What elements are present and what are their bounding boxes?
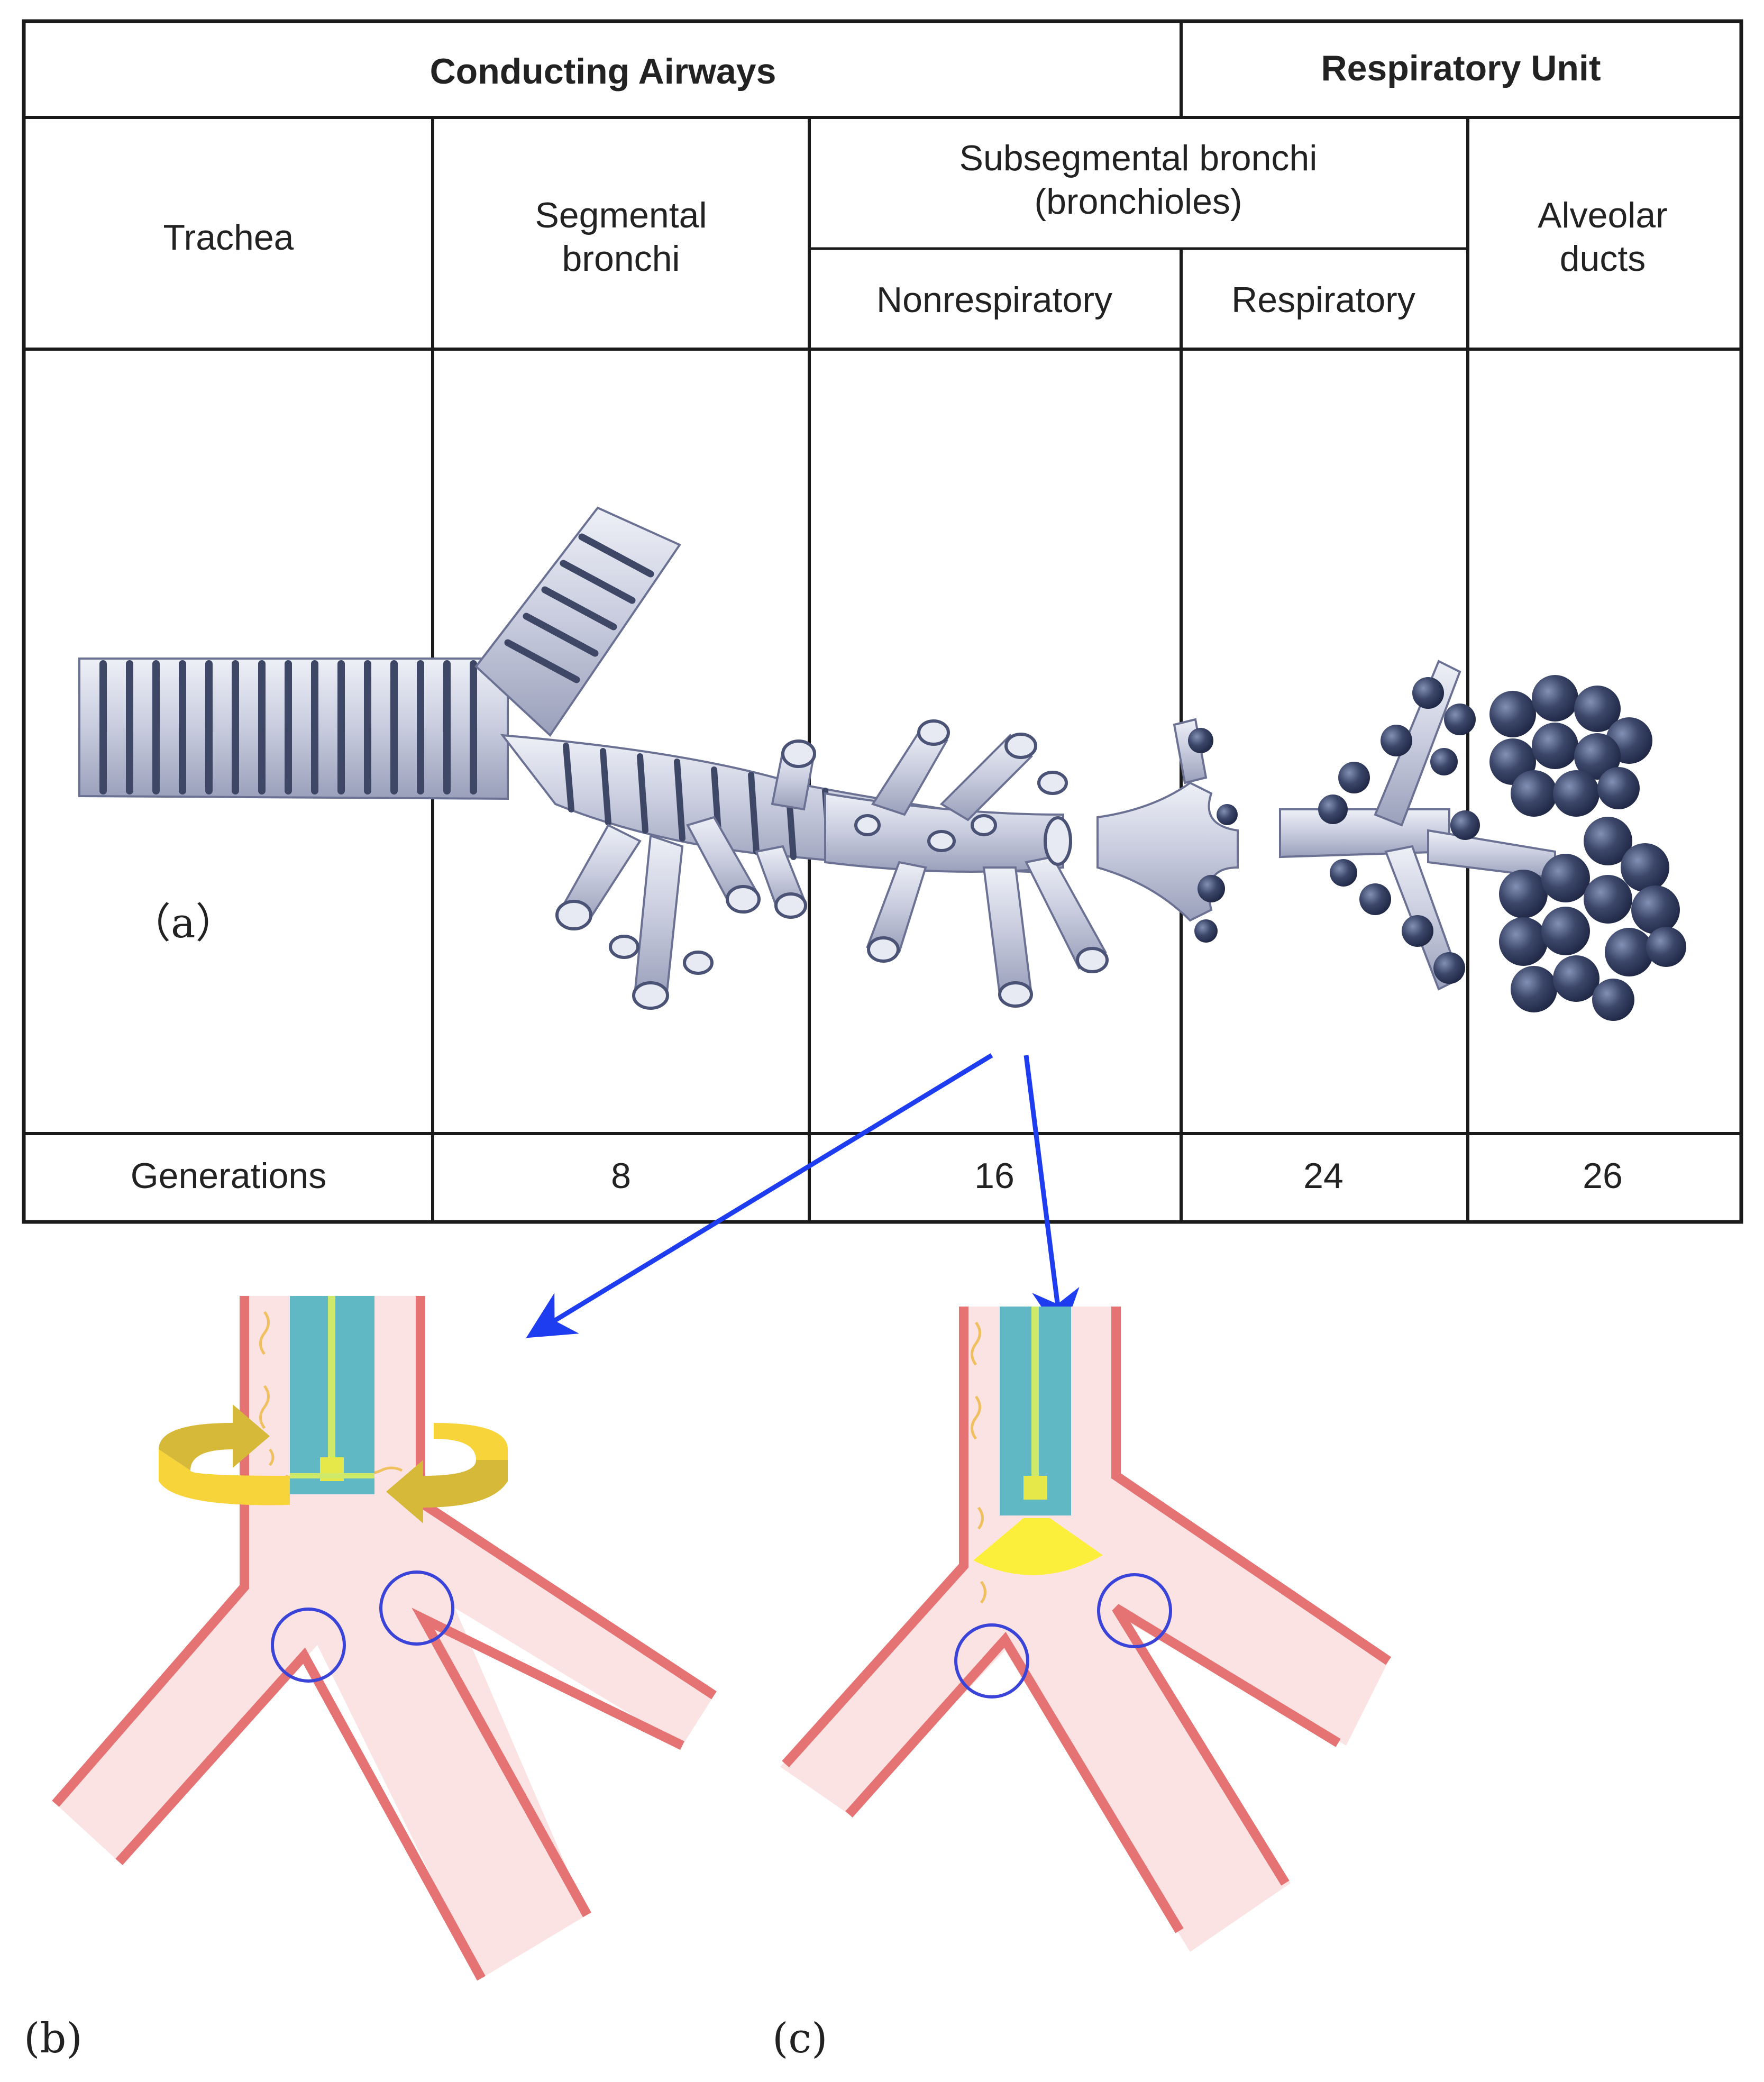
- panel-label-c: (c): [772, 2015, 828, 2062]
- header-conducting-airways: Conducting Airways: [430, 51, 776, 92]
- alveolar-cluster-upper: [1489, 675, 1652, 817]
- catheter-inner: [1031, 1307, 1039, 1492]
- airway-table: Conducting Airways Respiratory Unit Trac…: [22, 19, 1743, 1224]
- panel-c-bronchus-diagram: (c): [772, 1307, 1392, 2062]
- nonrespiratory-bronchioles-illustration: [824, 719, 1109, 1008]
- highlight-circle: [954, 1623, 1029, 1699]
- generations-value: 24: [1303, 1156, 1343, 1196]
- bronchus-wall-carina-1: [115, 1647, 486, 1981]
- panel-label-a: （a）: [130, 900, 237, 947]
- generations-label: Generations: [131, 1156, 326, 1196]
- bronchus-wall-left: [782, 1307, 968, 1768]
- generations-value: 8: [611, 1156, 631, 1196]
- bronchus-wall-carina-2: [412, 1608, 684, 1917]
- alveolar-ducts-illustration: [1279, 660, 1686, 1021]
- table-border: [22, 19, 1743, 1224]
- panel-label-b: (b): [24, 2015, 83, 2062]
- catheter-transducer: [1023, 1476, 1047, 1500]
- arrow-to-panel-b: [526, 1053, 993, 1338]
- connector-arrows: [526, 1053, 1080, 1338]
- arrow-to-panel-c: [1023, 1055, 1080, 1337]
- bronchus-wall-carina-2: [1112, 1604, 1341, 1886]
- column-segmental-bronchi-line2: bronchi: [562, 239, 680, 279]
- trachea-illustration: [78, 658, 509, 800]
- column-subsegmental-line2: (bronchioles): [1034, 181, 1242, 222]
- generations-value: 26: [1583, 1156, 1623, 1196]
- ultrasound-beam-icon: [973, 1518, 1103, 1575]
- respiratory-bronchioles-illustration: [1096, 718, 1239, 943]
- column-respiratory: Respiratory: [1231, 280, 1415, 320]
- alveolar-cluster-lower: [1499, 817, 1686, 1021]
- highlight-circle: [271, 1608, 346, 1683]
- column-alveolar-ducts-line2: ducts: [1560, 239, 1646, 279]
- bronchus-wall-right: [1111, 1307, 1392, 1665]
- header-respiratory-unit: Respiratory Unit: [1321, 48, 1601, 88]
- bronchus-wall-carina-1: [845, 1631, 1184, 1933]
- panel-b-bronchus-diagram: (b): [24, 1296, 717, 2062]
- upper-bronchus-illustration: [474, 506, 681, 737]
- highlight-circle: [379, 1570, 454, 1646]
- rotation-icon: [159, 1404, 508, 1523]
- highlight-circle: [1097, 1573, 1172, 1648]
- column-trachea: Trachea: [163, 217, 294, 258]
- column-subsegmental-line1: Subsegmental bronchi: [959, 138, 1318, 178]
- airway-tree-illustration: [78, 506, 1686, 1021]
- column-segmental-bronchi-line1: Segmental: [535, 195, 707, 235]
- bronchus-wall-left: [52, 1296, 249, 1807]
- mucus-strands: [971, 1321, 986, 1604]
- catheter-inner: [328, 1296, 335, 1471]
- generations-value: 16: [974, 1156, 1014, 1196]
- column-alveolar-ducts-line1: Alveolar: [1538, 195, 1668, 235]
- column-nonrespiratory: Nonrespiratory: [876, 280, 1112, 320]
